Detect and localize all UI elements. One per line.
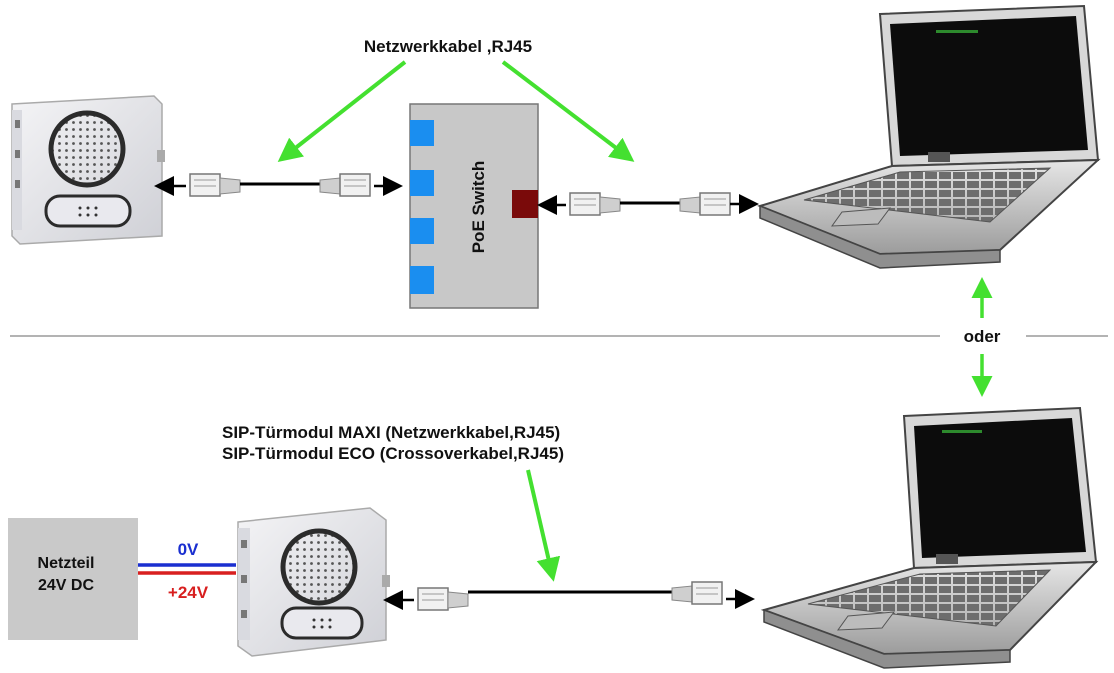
poe-switch: PoE Switch	[409, 103, 539, 309]
cable-module-to-laptop	[383, 581, 755, 611]
switch-label: PoE Switch	[469, 161, 488, 254]
top-cable-label: Netzwerkkabel ,RJ45	[364, 37, 532, 56]
bottom-cable-label-line2: SIP-Türmodul ECO (Crossoverkabel,RJ45)	[222, 444, 564, 463]
wire-24v-label: +24V	[168, 583, 209, 602]
rj45-plug	[679, 192, 731, 216]
switch-port	[410, 120, 434, 146]
rj45-plug	[417, 587, 469, 611]
oder-label: oder	[964, 327, 1001, 346]
switch-port	[410, 218, 434, 244]
switch-port	[410, 170, 434, 196]
rj45-plug	[319, 173, 371, 197]
rj45-plug	[569, 192, 621, 216]
psu-label-line1: Netzteil	[38, 555, 95, 572]
psu-label-line2: 24V DC	[38, 577, 94, 594]
wire-0v-label: 0V	[178, 540, 199, 559]
laptop-top	[756, 4, 1101, 269]
callout-arrow-right	[501, 60, 635, 162]
callout-arrow-left	[277, 60, 407, 162]
cable-module-to-switch	[154, 173, 403, 197]
rj45-plug	[189, 173, 241, 197]
callout-arrow-bottom	[526, 469, 561, 582]
laptop-bottom	[760, 406, 1099, 669]
cable-switch-to-laptop	[537, 192, 759, 216]
door-module-top	[11, 95, 165, 245]
rj45-plug	[671, 581, 723, 605]
bottom-cable-label-line1: SIP-Türmodul MAXI (Netzwerkkabel,RJ45)	[222, 423, 560, 442]
door-module-bottom	[237, 507, 390, 657]
uplink-port	[512, 190, 538, 218]
switch-port	[410, 266, 434, 294]
power-supply: Netzteil 24V DC	[8, 518, 138, 640]
